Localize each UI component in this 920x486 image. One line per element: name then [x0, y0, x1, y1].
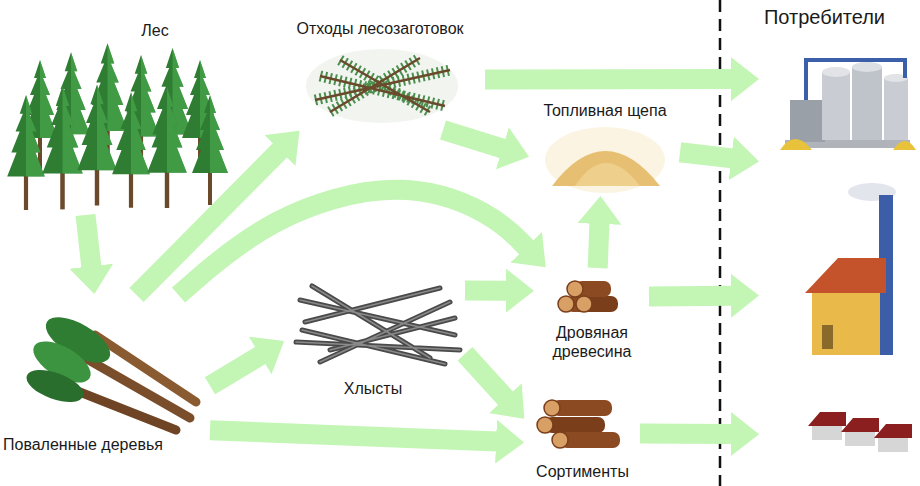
- flow-arrow: [86, 215, 92, 267]
- log: [545, 417, 605, 433]
- greenhouses-picture: [808, 412, 912, 452]
- house-wall: [812, 290, 880, 355]
- needles: [315, 58, 450, 112]
- silo: [884, 78, 908, 140]
- fir-tree: [192, 95, 228, 205]
- house-roof: [874, 424, 912, 438]
- illustration-node: Сортименты: [525, 392, 640, 484]
- forest-picture: [7, 43, 228, 210]
- house-wall: [845, 431, 875, 446]
- flow-arrow: [465, 354, 506, 399]
- pipe: [806, 60, 905, 100]
- node-label: Сортименты: [536, 463, 629, 481]
- wood-chips-picture: [545, 127, 665, 193]
- fir-tree: [112, 92, 150, 208]
- node-label: Дровяная древесина: [539, 324, 645, 361]
- illustration-node: Лес: [5, 20, 235, 215]
- log: [560, 432, 620, 448]
- fuel-pile: [893, 141, 916, 150]
- flow-arrow: [210, 430, 497, 441]
- flow-arrow: [598, 223, 600, 268]
- picture-ground: [306, 49, 458, 123]
- illustration-node: Поваленные деревья: [0, 295, 210, 460]
- fuel-pile: [780, 139, 812, 150]
- logging-residue-picture: [306, 49, 458, 123]
- illustration-node: Хлысты: [285, 268, 465, 400]
- heating-plant-picture: [780, 60, 916, 150]
- region-heading: Потребители: [764, 6, 885, 29]
- flow-arrow: [680, 152, 732, 158]
- house-wall: [878, 437, 908, 452]
- fir-tree: [147, 87, 187, 208]
- node-label: Поваленные деревья: [3, 436, 163, 454]
- chips-pile: [575, 163, 640, 186]
- illustration-node: Топливная щепа: [530, 100, 680, 195]
- stem-highlight: [296, 286, 460, 364]
- branches: [315, 58, 450, 112]
- house-wall: [812, 425, 842, 440]
- picture-ground: [545, 127, 665, 193]
- log-end: [567, 281, 583, 297]
- log-end: [537, 417, 553, 433]
- consumer-region: Потребители: [760, 4, 917, 482]
- log-end: [576, 296, 592, 312]
- house-roof: [841, 418, 879, 432]
- chips-pile: [552, 151, 660, 186]
- tree-crown: [22, 364, 87, 409]
- log-end: [552, 432, 568, 448]
- log: [552, 400, 612, 416]
- felled-trees-picture: [22, 308, 196, 430]
- house-door: [822, 325, 833, 349]
- flow-arrow: [465, 280, 507, 300]
- fir-tree: [42, 86, 83, 210]
- node-label: Топливная щепа: [543, 102, 666, 120]
- flow-arrow: [210, 355, 261, 386]
- log-end: [558, 296, 574, 312]
- illustration-node: Дровяная древесина: [535, 268, 649, 363]
- house-roof: [805, 258, 886, 293]
- fir-tree: [77, 85, 117, 206]
- firewood-picture: [558, 281, 618, 312]
- silo: [852, 67, 882, 140]
- flow-arrow: [443, 130, 503, 149]
- boiler-house-picture: [805, 183, 896, 355]
- node-label: Отходы лесозаготовок: [296, 20, 463, 38]
- flow-arrow: [485, 69, 732, 89]
- node-label: Лес: [141, 22, 168, 40]
- fir-tree: [7, 95, 45, 210]
- assortments-picture: [537, 400, 620, 448]
- log-end: [544, 400, 560, 416]
- flow-arrow: [649, 286, 732, 307]
- flow-arrow: [179, 190, 527, 295]
- illustration-node: Отходы лесозаготовок: [275, 18, 485, 130]
- node-label: Хлысты: [344, 380, 402, 398]
- house-roof: [808, 412, 846, 426]
- silo-top: [852, 62, 882, 72]
- log: [95, 335, 196, 402]
- stem: [296, 286, 460, 364]
- flow-arrow: [640, 423, 732, 444]
- stems-picture: [296, 286, 460, 364]
- silo: [822, 72, 850, 140]
- silo-top: [822, 67, 850, 77]
- plant-building: [790, 100, 825, 142]
